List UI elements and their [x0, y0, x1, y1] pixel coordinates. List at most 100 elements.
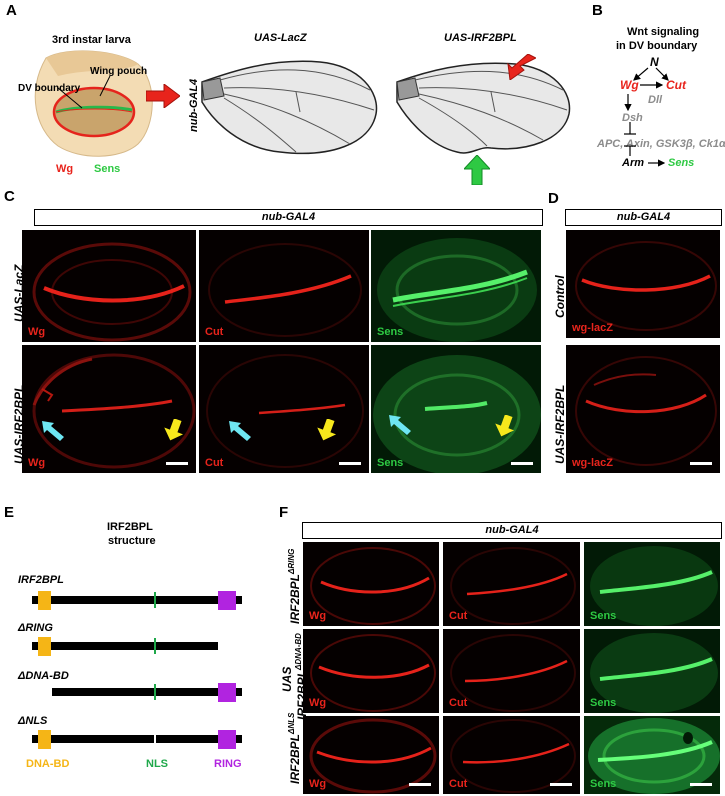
- wnt-title-line1: Wnt signaling: [627, 26, 700, 38]
- scale-bar: [409, 783, 431, 786]
- row-label-uas: UAS: [280, 666, 294, 692]
- channel-label-cut: Cut: [449, 697, 468, 709]
- domain-dna-bd: [38, 730, 51, 749]
- wing-blade: [201, 60, 378, 155]
- f-dring-cut-image: Cut: [443, 542, 580, 626]
- structure-title-line1: IRF2BPL: [107, 521, 153, 533]
- row-base: IRF2BPL: [288, 573, 302, 624]
- c-lacz-sens-image: Sens: [371, 230, 541, 342]
- c-lacz-cut-image: Cut: [199, 230, 369, 342]
- construct-name-dnls: ΔNLS: [18, 715, 48, 727]
- row-label-control: Control: [553, 275, 567, 318]
- row-label-dnls: IRF2BPLΔNLS: [287, 713, 302, 784]
- wing-pouch-wg: [52, 86, 136, 138]
- panel-f-driver-bar: nub-GAL4: [302, 522, 722, 539]
- scale-bar: [166, 462, 188, 465]
- d-control-wglacz-image: wg-lacZ: [566, 230, 720, 338]
- construct-name-dring: ΔRING: [18, 622, 53, 634]
- pointer-dv-boundary: [57, 87, 83, 109]
- panel-letter-c: C: [4, 188, 15, 205]
- yellow-arrow-icon: [164, 419, 184, 441]
- wing-irf2bpl-image: [396, 62, 571, 154]
- driver-label-a: nub-GAL4: [188, 78, 200, 132]
- d-irf2bpl-wglacz-image: wg-lacZ: [566, 345, 720, 473]
- pathway-dsh: Dsh: [622, 112, 643, 124]
- c-irf2bpl-cut-image: Cut: [199, 345, 369, 473]
- legend-sens: Sens: [94, 163, 121, 175]
- construct-name-full: IRF2BPL: [18, 574, 64, 586]
- channel-label-wg: Wg: [28, 326, 46, 338]
- wing-vein-3: [223, 93, 351, 145]
- wing-vein-2: [223, 87, 375, 111]
- legend-nls: NLS: [146, 758, 168, 770]
- panel-letter-d: D: [548, 190, 559, 207]
- wing-vein-4: [223, 97, 297, 153]
- wing1-title: UAS-LacZ: [254, 32, 307, 44]
- cyan-arrow-icon: [42, 421, 64, 441]
- legend-wg: Wg: [56, 163, 74, 175]
- wing-vein-3: [418, 93, 544, 141]
- structure-title-line2: structure: [108, 535, 156, 547]
- wing-vein-2: [418, 87, 568, 111]
- c-irf2bpl-wg-image: Wg: [22, 345, 196, 473]
- pathway-wg: Wg: [620, 78, 639, 92]
- c-irf2bpl-sens-image: Sens: [371, 345, 541, 473]
- channel-label-sens: Sens: [590, 778, 617, 790]
- red-arrow-icon: [146, 84, 180, 108]
- channel-label-cut: Cut: [205, 457, 224, 469]
- domain-dna-bd: [38, 591, 51, 610]
- wing-crossvein: [295, 91, 301, 113]
- wing-lacz-image: [201, 60, 378, 155]
- f-dring-sens-image: Sens: [584, 542, 720, 626]
- wnt-title-line2: in DV boundary: [616, 40, 698, 52]
- channel-label-wg: Wg: [28, 457, 46, 469]
- cyan-arrow-icon: [229, 421, 251, 441]
- track-ddnabd: [52, 688, 242, 696]
- pathway-n: N: [650, 55, 659, 69]
- wing-vein-1: [414, 70, 564, 91]
- track-full: [32, 596, 242, 604]
- panel-letter-b: B: [592, 2, 603, 19]
- wing-blade: [396, 62, 571, 154]
- row-label-dring: IRF2BPLΔRING: [287, 549, 302, 624]
- row-sup: ΔRING: [287, 548, 296, 574]
- row-sup: ΔNLS: [287, 712, 296, 734]
- channel-label-wg-lacz: wg-lacZ: [572, 322, 613, 334]
- c-lacz-wg-image: Wg: [22, 230, 196, 342]
- panel-letter-f: F: [279, 504, 289, 521]
- row-base: IRF2BPL: [288, 733, 302, 784]
- panel-d-driver-bar: nub-GAL4: [565, 209, 722, 226]
- yellow-arrow-icon: [317, 419, 337, 441]
- f-dring-wg-image: Wg: [303, 542, 439, 626]
- legend-dna-bd: DNA-BD: [26, 758, 70, 770]
- channel-label-cut: Cut: [449, 778, 468, 790]
- wing-pouch-label: Wing pouch: [90, 66, 148, 77]
- channel-label-sens: Sens: [377, 457, 404, 469]
- domain-ring: [218, 683, 236, 702]
- wing-hinge: [201, 77, 225, 101]
- domain-ring: [218, 591, 236, 610]
- channel-label-wg: Wg: [309, 697, 327, 709]
- f-ddnabd-sens-image: Sens: [584, 629, 720, 713]
- wing2-title: UAS-IRF2BPL: [444, 32, 517, 44]
- channel-label-sens: Sens: [590, 697, 617, 709]
- dv-boundary-label: DV boundary: [18, 83, 81, 94]
- scale-bar: [690, 783, 712, 786]
- yellow-arrow-icon: [495, 415, 515, 437]
- pathway-destruction-complex: APC, Axin, GSK3β, Ck1α: [597, 138, 725, 150]
- wing-crossvein: [490, 91, 496, 113]
- panel-letter-a: A: [6, 2, 17, 19]
- green-arrow-notch-icon: [464, 155, 490, 185]
- channel-label-wg: Wg: [309, 610, 327, 622]
- wing-vein-4: [418, 97, 488, 147]
- legend-ring: RING: [214, 758, 242, 770]
- f-dnls-cut-image: Cut: [443, 716, 580, 794]
- cyan-arrow-icon: [389, 415, 411, 435]
- f-ddnabd-wg-image: Wg: [303, 629, 439, 713]
- scale-bar: [550, 783, 572, 786]
- red-arrow-notch-icon: [507, 54, 536, 80]
- wing-hinge: [396, 77, 420, 101]
- f-dnls-sens-image: Sens: [584, 716, 720, 794]
- track-dring: [32, 642, 218, 650]
- pathway-arrows: [624, 67, 669, 167]
